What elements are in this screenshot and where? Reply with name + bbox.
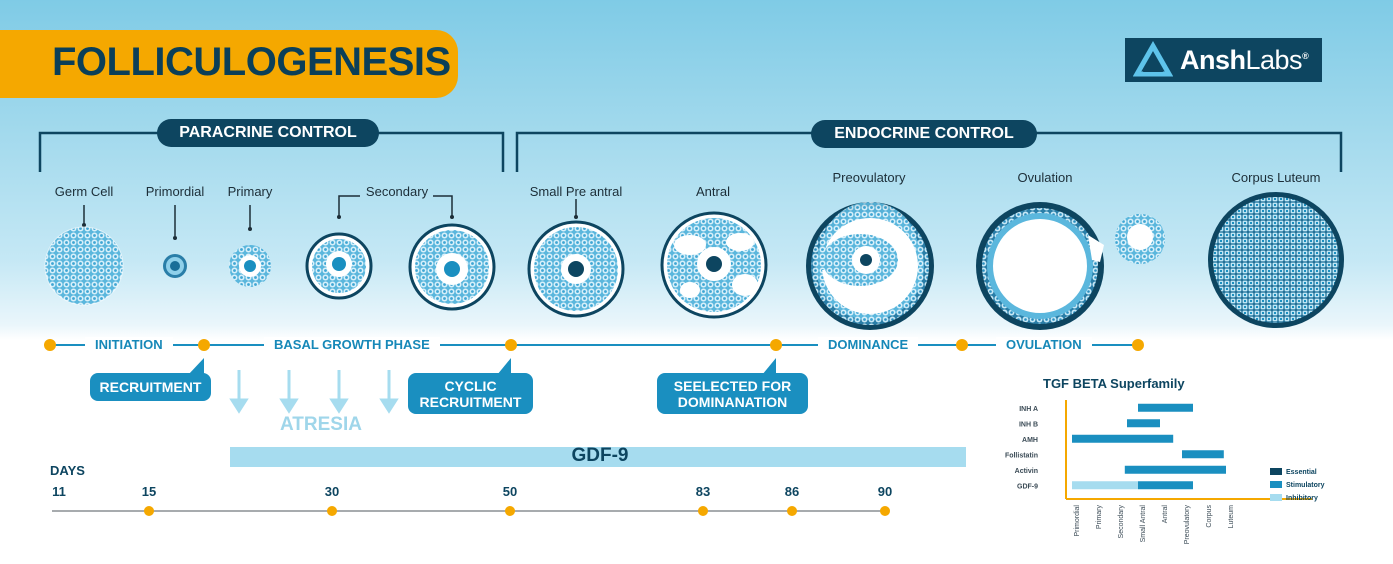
- follicle-illustrations: [44, 192, 1344, 330]
- stage-antral: Antral: [696, 184, 730, 199]
- germ-cell-icon: [45, 227, 123, 305]
- row-label: INH B: [1019, 421, 1038, 428]
- legend-swatch: [1270, 468, 1282, 475]
- phase-ovulation: OVULATION: [996, 337, 1092, 352]
- legend-label: Essential: [1286, 469, 1317, 476]
- row-label: AMH: [1022, 437, 1038, 444]
- day-dot: [327, 506, 337, 516]
- day-dot: [787, 506, 797, 516]
- stage-germ-cell: Germ Cell: [54, 184, 114, 199]
- atresia-label: ATRESIA: [280, 414, 362, 435]
- paracrine-control-label: PARACRINE CONTROL: [157, 119, 379, 147]
- category-label: Secondary: [1118, 505, 1125, 539]
- chart-title: TGF BETA Superfamily: [1043, 376, 1185, 391]
- logo-mark-icon: [1133, 40, 1173, 77]
- event-connectors: [188, 358, 776, 414]
- phase-dot: [44, 339, 56, 351]
- phase-dot: [956, 339, 968, 351]
- day-value: 90: [877, 484, 893, 499]
- phase-dot: [770, 339, 782, 351]
- day-value: 50: [502, 484, 518, 499]
- category-label: Luteum: [1228, 505, 1235, 529]
- stage-small-pre-antral: Small Pre antral: [529, 184, 623, 199]
- bar-segment: [1127, 419, 1160, 428]
- row-label: Activin: [1015, 468, 1038, 475]
- legend-label: Stimulatory: [1286, 482, 1325, 489]
- phase-basal-growth: BASAL GROWTH PHASE: [264, 337, 440, 352]
- stage-ovulation: Ovulation: [1017, 170, 1073, 185]
- stage-secondary: Secondary: [365, 184, 429, 199]
- secondary-follicle-large-icon: [408, 223, 496, 311]
- phase-dot: [1132, 339, 1144, 351]
- day-value: 83: [695, 484, 711, 499]
- recruitment-event: RECRUITMENT: [90, 373, 211, 401]
- stage-corpus-luteum: Corpus Luteum: [1231, 170, 1321, 185]
- days-label: DAYS: [50, 463, 85, 478]
- title-banner: [0, 30, 458, 98]
- gdf9-label: GDF-9: [571, 445, 629, 466]
- phase-dot: [198, 339, 210, 351]
- bar-segment: [1072, 434, 1174, 443]
- row-label: Follistatin: [1005, 452, 1038, 459]
- primary-follicle-icon: [229, 245, 271, 287]
- tgf-chart: INH A INH B AMH FollistatinActivinGDF-9Prim…: [1005, 400, 1325, 545]
- phase-dot: [505, 339, 517, 351]
- secondary-follicle-small-icon: [305, 232, 373, 300]
- page-title: FOLLICULOGENESIS: [52, 40, 451, 84]
- bar-segment: [1138, 481, 1193, 490]
- category-label: Primordial: [1074, 505, 1081, 537]
- day-dot: [505, 506, 515, 516]
- category-label: Primary: [1096, 505, 1103, 530]
- corpus-luteum-icon: [1208, 192, 1344, 328]
- logo-wordmark: AnshLabs®: [1180, 45, 1309, 75]
- day-value: 11: [52, 484, 66, 499]
- row-label: INH A: [1019, 406, 1038, 413]
- antral-follicle-icon: [660, 211, 768, 319]
- phase-timeline: [44, 339, 1144, 351]
- legend-label: Inhibitory: [1286, 495, 1318, 502]
- day-dot: [698, 506, 708, 516]
- category-label: Antral: [1162, 505, 1169, 524]
- endocrine-control-label: ENDOCRINE CONTROL: [811, 120, 1037, 148]
- bar-segment: [1138, 403, 1193, 412]
- stage-preovulatory: Preovulatory: [832, 170, 906, 185]
- day-value: 15: [141, 484, 157, 499]
- preovulatory-follicle-icon: [806, 202, 934, 330]
- row-label: GDF-9: [1017, 483, 1038, 490]
- day-value: 30: [324, 484, 340, 499]
- bar-segment: [1124, 465, 1226, 474]
- stage-primordial: Primordial: [145, 184, 205, 199]
- phase-initiation: INITIATION: [85, 337, 173, 352]
- category-label: Preovulatory: [1184, 505, 1191, 545]
- bar-segment: [1182, 450, 1224, 459]
- day-dot: [880, 506, 890, 516]
- days-axis: [52, 506, 890, 516]
- stage-primary: Primary: [227, 184, 273, 199]
- phase-dominance: DOMINANCE: [818, 337, 919, 352]
- gdf9-bar: [230, 447, 966, 467]
- legend-swatch: [1270, 481, 1282, 488]
- ovulation-follicle-icon: [976, 202, 1165, 330]
- bar-segment: [1072, 481, 1138, 490]
- category-label: Small Antral: [1140, 505, 1147, 543]
- day-dot: [144, 506, 154, 516]
- legend-swatch: [1270, 494, 1282, 501]
- small-preantral-follicle-icon: [527, 220, 625, 318]
- primordial-follicle-icon: [163, 254, 187, 278]
- category-label: Corpus: [1206, 505, 1213, 528]
- day-value: 86: [784, 484, 800, 499]
- ansh-labs-logo: [1125, 38, 1322, 82]
